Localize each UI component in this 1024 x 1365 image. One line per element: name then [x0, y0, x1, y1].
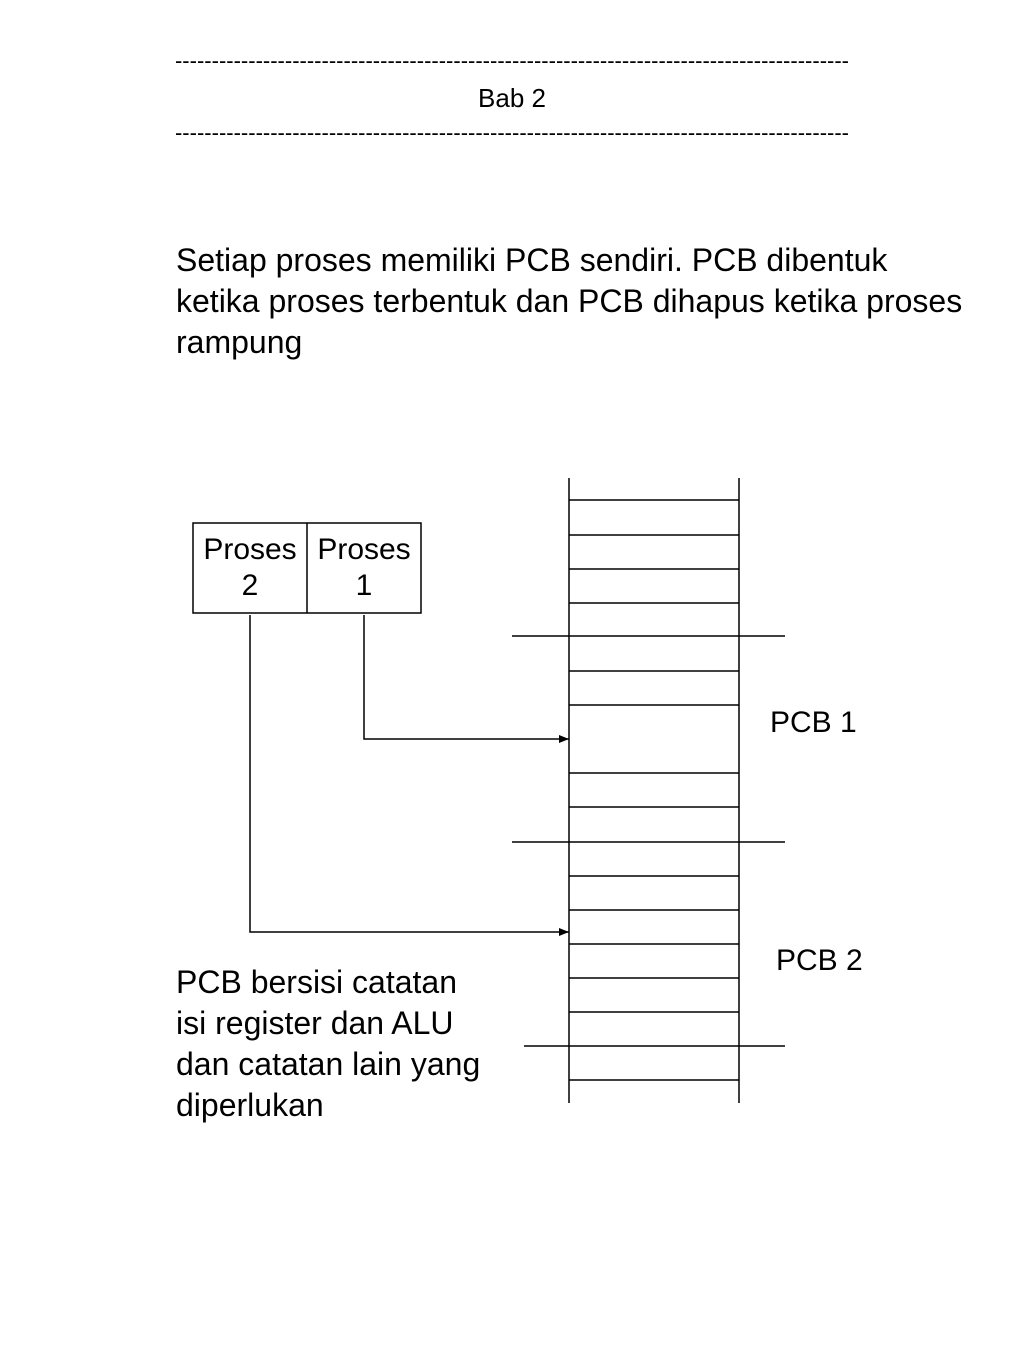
pcb-note: PCB bersisi catatan isi register dan ALU… [176, 962, 536, 1126]
process-2-number: 2 [241, 569, 259, 602]
chapter-title: Bab 2 [478, 83, 546, 113]
header-rule-top: ----------------------------------------… [174, 48, 849, 73]
process-2-label: Proses 2 [193, 532, 307, 604]
pcb-note-line: isi register dan ALU [176, 1005, 454, 1041]
pcb1-label: PCB 1 [770, 706, 857, 739]
header-rule-bottom: ----------------------------------------… [174, 120, 849, 145]
process1-pointer-arrow [363, 615, 569, 743]
process2-pointer-arrow [249, 615, 569, 936]
pcb-note-line: PCB bersisi catatan [176, 964, 458, 1000]
pcb2-label: PCB 2 [776, 944, 863, 977]
intro-paragraph: Setiap proses memiliki PCB sendiri. PCB … [176, 242, 963, 360]
process-1-number: 1 [355, 569, 373, 602]
process-1-name: Proses [317, 533, 411, 566]
memory-slots [569, 499, 739, 1081]
process-1-label: Proses 1 [307, 532, 421, 604]
pcb-note-line: dan catatan lain yang [176, 1046, 481, 1082]
pcb-note-line: diperlukan [176, 1087, 324, 1123]
process-2-name: Proses [203, 533, 297, 566]
